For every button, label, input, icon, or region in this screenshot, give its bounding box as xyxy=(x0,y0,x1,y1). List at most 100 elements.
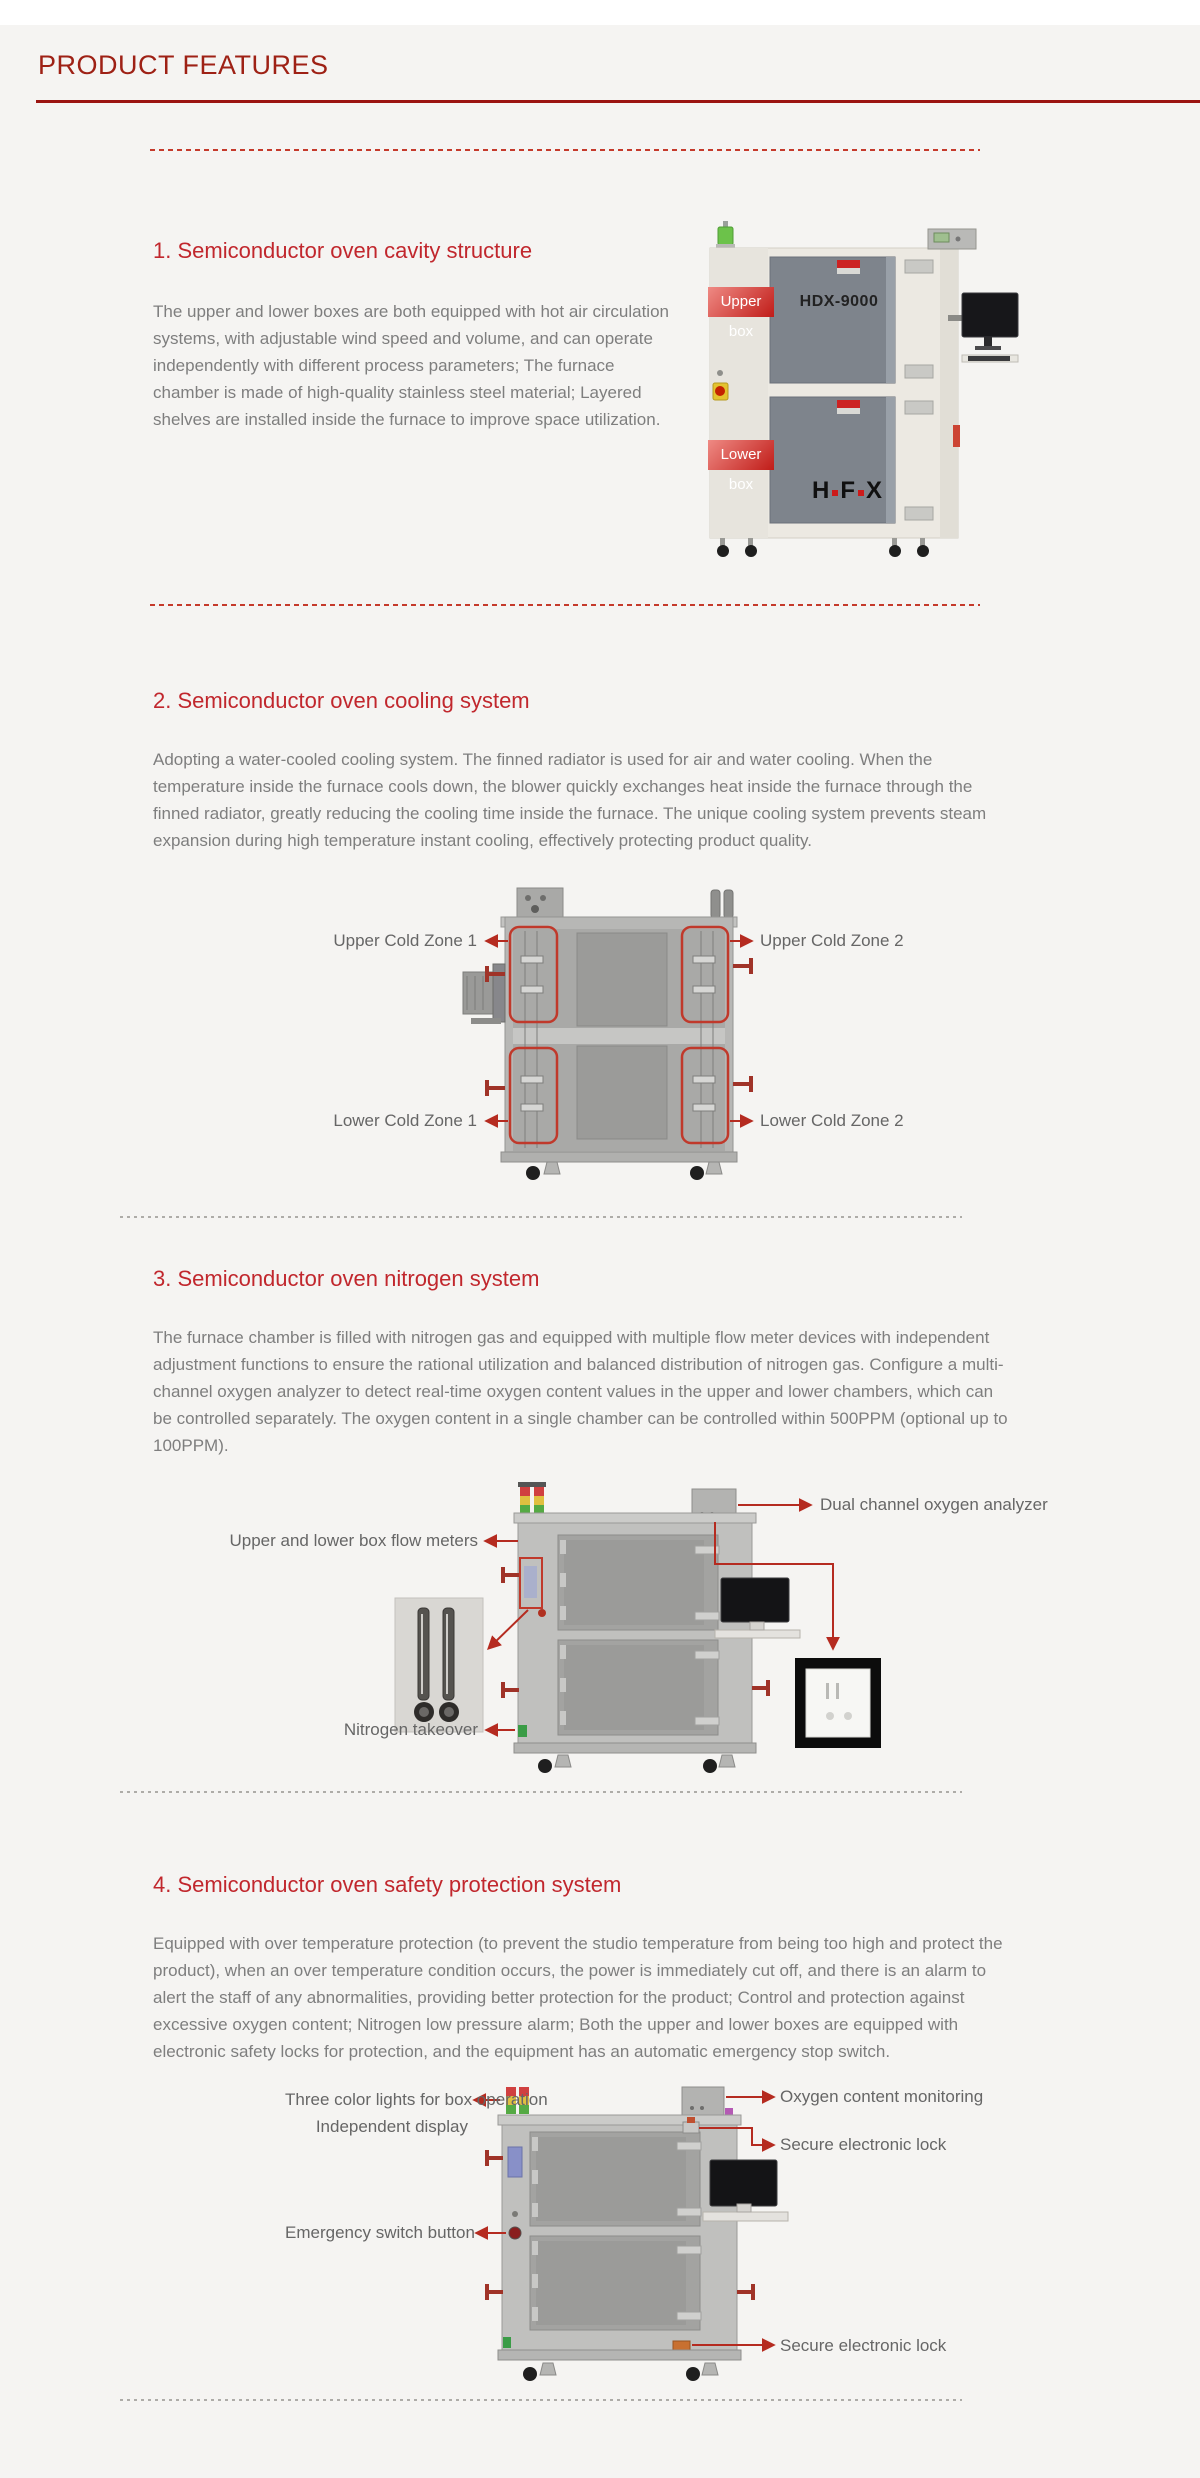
divider-dotted-2 xyxy=(120,1791,962,1793)
side-port xyxy=(953,425,960,447)
label-secure-lock-top: Secure electronic lock xyxy=(780,2135,947,2154)
label-three-color-lights: Three color lights for box operation xyxy=(285,2090,548,2109)
label-upper-cold-zone-1: Upper Cold Zone 1 xyxy=(333,931,477,950)
divider-dotted-3 xyxy=(120,2399,962,2401)
upper-door xyxy=(529,2131,702,2227)
section2-body: Adopting a water-cooled cooling system. … xyxy=(153,750,987,850)
section2-heading: 2. Semiconductor oven cooling system xyxy=(153,688,530,713)
top-white-bar xyxy=(0,0,1200,25)
casters xyxy=(523,2362,719,2381)
valve-handles xyxy=(501,1567,770,1698)
divider-dashed-red-2 xyxy=(150,604,980,606)
hinge xyxy=(904,259,934,274)
cabinet-top xyxy=(497,2114,742,2126)
emergency-button-icon xyxy=(508,2226,522,2240)
flow-meter-inset-photo xyxy=(394,1597,484,1733)
flow-meter-window xyxy=(524,1566,537,1598)
small-button xyxy=(512,2211,518,2217)
lower-door xyxy=(769,396,896,524)
tri-color-stack-lights xyxy=(518,1482,546,1514)
base-bar xyxy=(513,1742,757,1754)
brand-dot-icon xyxy=(832,490,839,496)
blower-motor xyxy=(462,963,506,1024)
lower-door xyxy=(529,2235,702,2331)
base-bar xyxy=(497,2349,742,2361)
hinge xyxy=(904,364,934,379)
oven-cavity-drawing xyxy=(709,221,1019,557)
analyzer-connector-line xyxy=(714,1522,840,1651)
section1-body: The upper and lower boxes are both equip… xyxy=(153,302,669,429)
section3-heading: 3. Semiconductor oven nitrogen system xyxy=(153,1266,540,1291)
annotation-arrows xyxy=(472,2090,776,2352)
hinge xyxy=(904,400,934,415)
upper-door xyxy=(769,256,896,384)
nitrogen-system-drawing xyxy=(394,1482,881,1773)
secure-lock-bottom xyxy=(672,2340,691,2351)
independent-display-panel xyxy=(507,2146,523,2178)
cabinet-top xyxy=(513,1512,757,1524)
model-number: HDX-9000 xyxy=(799,293,879,310)
annotation-arrows xyxy=(483,1498,813,1737)
divider-dotted-1 xyxy=(120,1216,962,1218)
label-emergency-switch: Emergency switch button xyxy=(285,2223,475,2242)
lower-center-panel xyxy=(576,1045,668,1140)
lock-connector-line xyxy=(699,2127,776,2152)
section3-body: The furnace chamber is filled with nitro… xyxy=(153,1328,1008,1455)
zone-plumbing xyxy=(520,931,716,1148)
label-oxygen-analyzer: Dual channel oxygen analyzer xyxy=(820,1495,1048,1514)
signal-light-icon xyxy=(716,221,735,249)
casters xyxy=(538,1754,736,1773)
label-independent-display: Independent display xyxy=(315,2117,468,2136)
mid-crossbar xyxy=(513,1028,725,1044)
figure-nitrogen-system: Dual channel oxygen analyzer Upper and l… xyxy=(190,1478,1048,1790)
cabinet-right-column xyxy=(940,248,958,538)
label-oxygen-monitoring: Oxygen content monitoring xyxy=(780,2087,984,2106)
section4-heading: 4. Semiconductor oven safety protection … xyxy=(153,1872,622,1897)
upper-box-banner: Upper box xyxy=(708,287,774,340)
valve-handles xyxy=(485,958,753,1096)
casters xyxy=(717,538,929,557)
figure-safety-system: Three color lights for box operation Ind… xyxy=(285,2084,983,2398)
brand-letter: X xyxy=(866,477,884,504)
label-flow-meters: Upper and lower box flow meters xyxy=(229,1531,478,1550)
brand-letter: H xyxy=(812,477,831,504)
monitor xyxy=(702,2159,789,2222)
green-port xyxy=(503,2337,511,2348)
small-button xyxy=(538,1609,546,1617)
brand-letter: F xyxy=(840,477,857,504)
flow-meter-outline xyxy=(519,1557,543,1609)
base-bar xyxy=(500,1151,738,1163)
label-lower-cold-zone-2: Lower Cold Zone 2 xyxy=(760,1111,904,1130)
label-upper-cold-zone-2: Upper Cold Zone 2 xyxy=(760,931,904,950)
upper-door xyxy=(557,1534,720,1631)
lower-box-banner: Lower box xyxy=(708,440,774,493)
lower-door xyxy=(557,1639,720,1736)
label-lower-cold-zone-1: Lower Cold Zone 1 xyxy=(333,1111,477,1130)
section4-body: Equipped with over temperature protectio… xyxy=(153,1934,1003,2061)
oxygen-display-inset xyxy=(795,1658,881,1748)
tri-color-stack-lights xyxy=(506,2087,529,2114)
monitor xyxy=(714,1577,801,1639)
rear-control-box xyxy=(516,887,564,919)
cooling-system-drawing xyxy=(462,887,754,1180)
controller-box xyxy=(927,228,977,250)
label-nitrogen-takeover: Nitrogen takeover xyxy=(343,1720,478,1739)
brand-dot-icon xyxy=(858,490,865,496)
monitor xyxy=(948,292,1019,363)
oxygen-monitor-box xyxy=(681,2086,733,2116)
casters xyxy=(526,1161,723,1180)
title-underline xyxy=(36,100,1200,103)
page-title: PRODUCT FEATURES xyxy=(38,50,329,80)
safety-system-drawing xyxy=(472,2086,789,2381)
cold-zone-outlines xyxy=(508,925,730,1145)
label-secure-lock-bottom: Secure electronic lock xyxy=(780,2336,947,2355)
valve-handles xyxy=(485,2150,755,2300)
hinge xyxy=(904,506,934,521)
upper-center-panel xyxy=(576,932,668,1027)
annotation-arrows xyxy=(484,934,754,1128)
figure-cooling-system: Upper Cold Zone 1 Upper Cold Zone 2 Lowe… xyxy=(285,876,905,1188)
emergency-button-icon xyxy=(712,370,729,401)
